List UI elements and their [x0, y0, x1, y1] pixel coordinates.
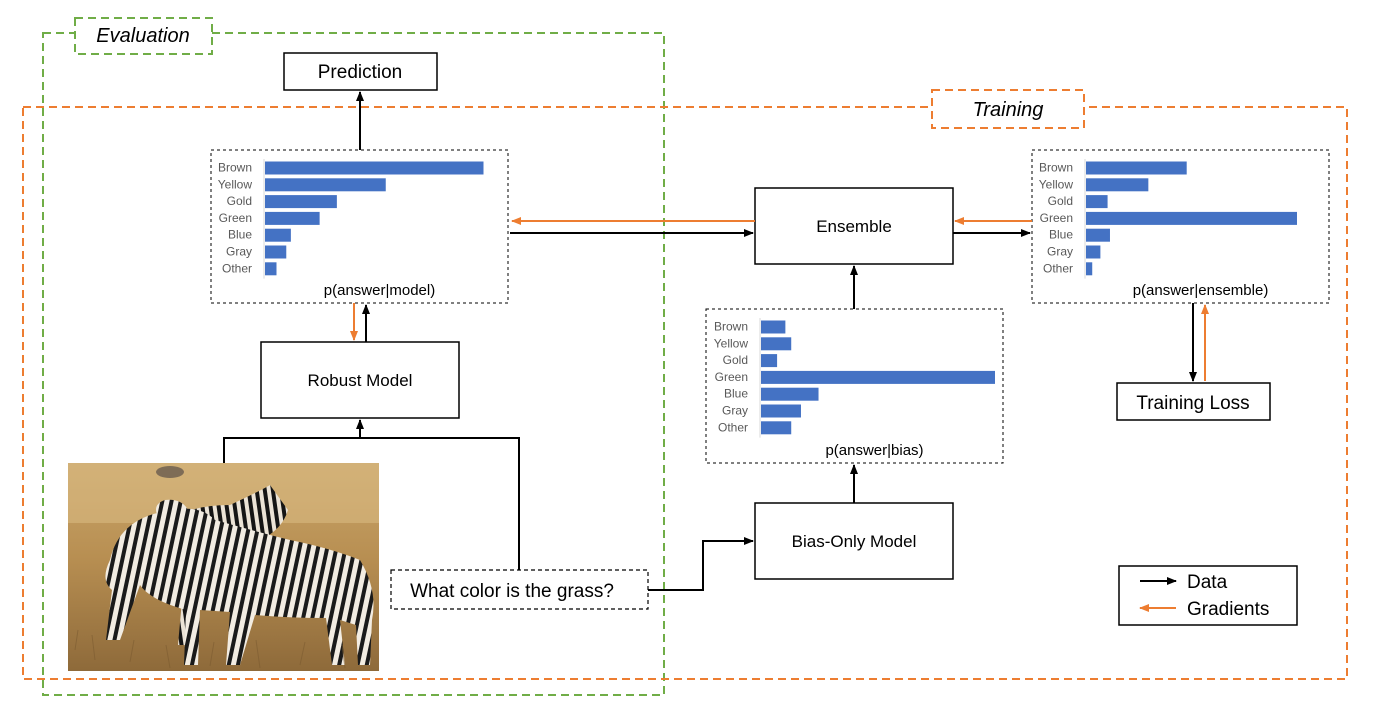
legend-box	[1118, 565, 1298, 626]
chart-ensemble-bar-brown	[1086, 161, 1187, 175]
evaluation-region	[42, 32, 665, 696]
training-loss-label: Training Loss	[1136, 393, 1249, 414]
question-text: What color is the grass?	[410, 581, 614, 602]
chart-model-tick-gold: Gold	[227, 194, 252, 208]
chart-bias-tick-green: Green	[715, 370, 748, 384]
chart-ensemble-bar-blue	[1086, 228, 1110, 242]
chart-model-bar-brown	[265, 161, 484, 175]
chart-ensemble-bar-yellow	[1086, 178, 1149, 192]
chart-model-tick-gray: Gray	[226, 245, 252, 259]
chart-bias-tick-gold: Gold	[723, 353, 748, 367]
chart-model-bar-gold	[265, 195, 337, 209]
chart-ensemble-frame	[1031, 149, 1330, 304]
data-arrows	[223, 91, 1197, 591]
chart-model-bar-other	[265, 262, 277, 276]
chart-bias-tick-brown: Brown	[714, 320, 748, 334]
chart-bias-bar-gold	[761, 354, 778, 368]
legend-data-label: Data	[1187, 572, 1228, 593]
chart-ensemble-bar-gray	[1086, 245, 1101, 259]
chart-model-bar-gray	[265, 245, 287, 259]
chart-bias-bar-green	[761, 370, 995, 384]
chart-model-frame	[210, 149, 509, 304]
prediction-box	[283, 52, 438, 91]
chart-ensemble-title: p(answer|ensemble)	[1133, 282, 1269, 299]
chart-ensemble-bar-green	[1086, 211, 1297, 225]
robust-model-box	[260, 341, 460, 419]
evaluation-label-box	[74, 17, 213, 55]
ensemble-box	[754, 187, 954, 265]
chart-model-tick-brown: Brown	[218, 161, 252, 175]
chart-ensemble-tick-blue: Blue	[1049, 228, 1073, 242]
legend-gradients-label: Gradients	[1187, 599, 1269, 620]
robust-model-label: Robust Model	[308, 371, 413, 390]
training-label: Training	[973, 99, 1044, 121]
zebra-photo	[68, 463, 379, 671]
chart-bias-bar-blue	[761, 387, 819, 401]
ensemble-label: Ensemble	[816, 217, 892, 236]
chart-bias-tick-gray: Gray	[722, 404, 748, 418]
chart-ensemble-bar-gold	[1086, 195, 1108, 209]
chart-ensemble-tick-gray: Gray	[1047, 245, 1073, 259]
chart-bias-title: p(answer|bias)	[825, 442, 923, 459]
chart-ensemble-tick-other: Other	[1043, 261, 1073, 275]
chart-model-tick-blue: Blue	[228, 228, 252, 242]
chart-ensemble-tick-green: Green	[1040, 211, 1073, 225]
prediction-label: Prediction	[318, 62, 403, 83]
chart-model-tick-other: Other	[222, 261, 252, 275]
chart-bias-bar-gray	[761, 404, 801, 418]
chart-model-title: p(answer|model)	[324, 282, 435, 299]
chart-ensemble-tick-yellow: Yellow	[1039, 177, 1074, 191]
chart-bias-tick-blue: Blue	[724, 387, 748, 401]
chart-bias-tick-other: Other	[718, 420, 748, 434]
evaluation-label: Evaluation	[96, 25, 189, 47]
chart-model-bar-green	[265, 211, 320, 225]
arrow-inputs-to-robust	[223, 437, 520, 570]
chart-bias-bar-yellow	[761, 337, 792, 351]
chart-bias-frame	[705, 308, 1004, 464]
chart-ensemble-tick-brown: Brown	[1039, 161, 1073, 175]
arrow-question-to-bias	[648, 537, 754, 591]
chart-ensemble-tick-gold: Gold	[1048, 194, 1073, 208]
training-loss-box	[1116, 382, 1271, 421]
chart-bias-tick-yellow: Yellow	[714, 336, 749, 350]
chart-ensemble-bar-other	[1086, 262, 1093, 276]
chart-model-tick-yellow: Yellow	[218, 177, 253, 191]
legend: Data Gradients	[1118, 565, 1298, 626]
chart-model-tick-green: Green	[219, 211, 252, 225]
training-label-box	[931, 89, 1085, 129]
bias-only-model-box	[754, 502, 954, 580]
chart-bias-bar-other	[761, 421, 792, 435]
bias-only-model-label: Bias-Only Model	[792, 532, 917, 551]
chart-model-bar-yellow	[265, 178, 386, 192]
chart-bias-bar-brown	[761, 320, 786, 334]
gradient-arrows	[350, 217, 1209, 381]
chart-model-bar-blue	[265, 228, 291, 242]
